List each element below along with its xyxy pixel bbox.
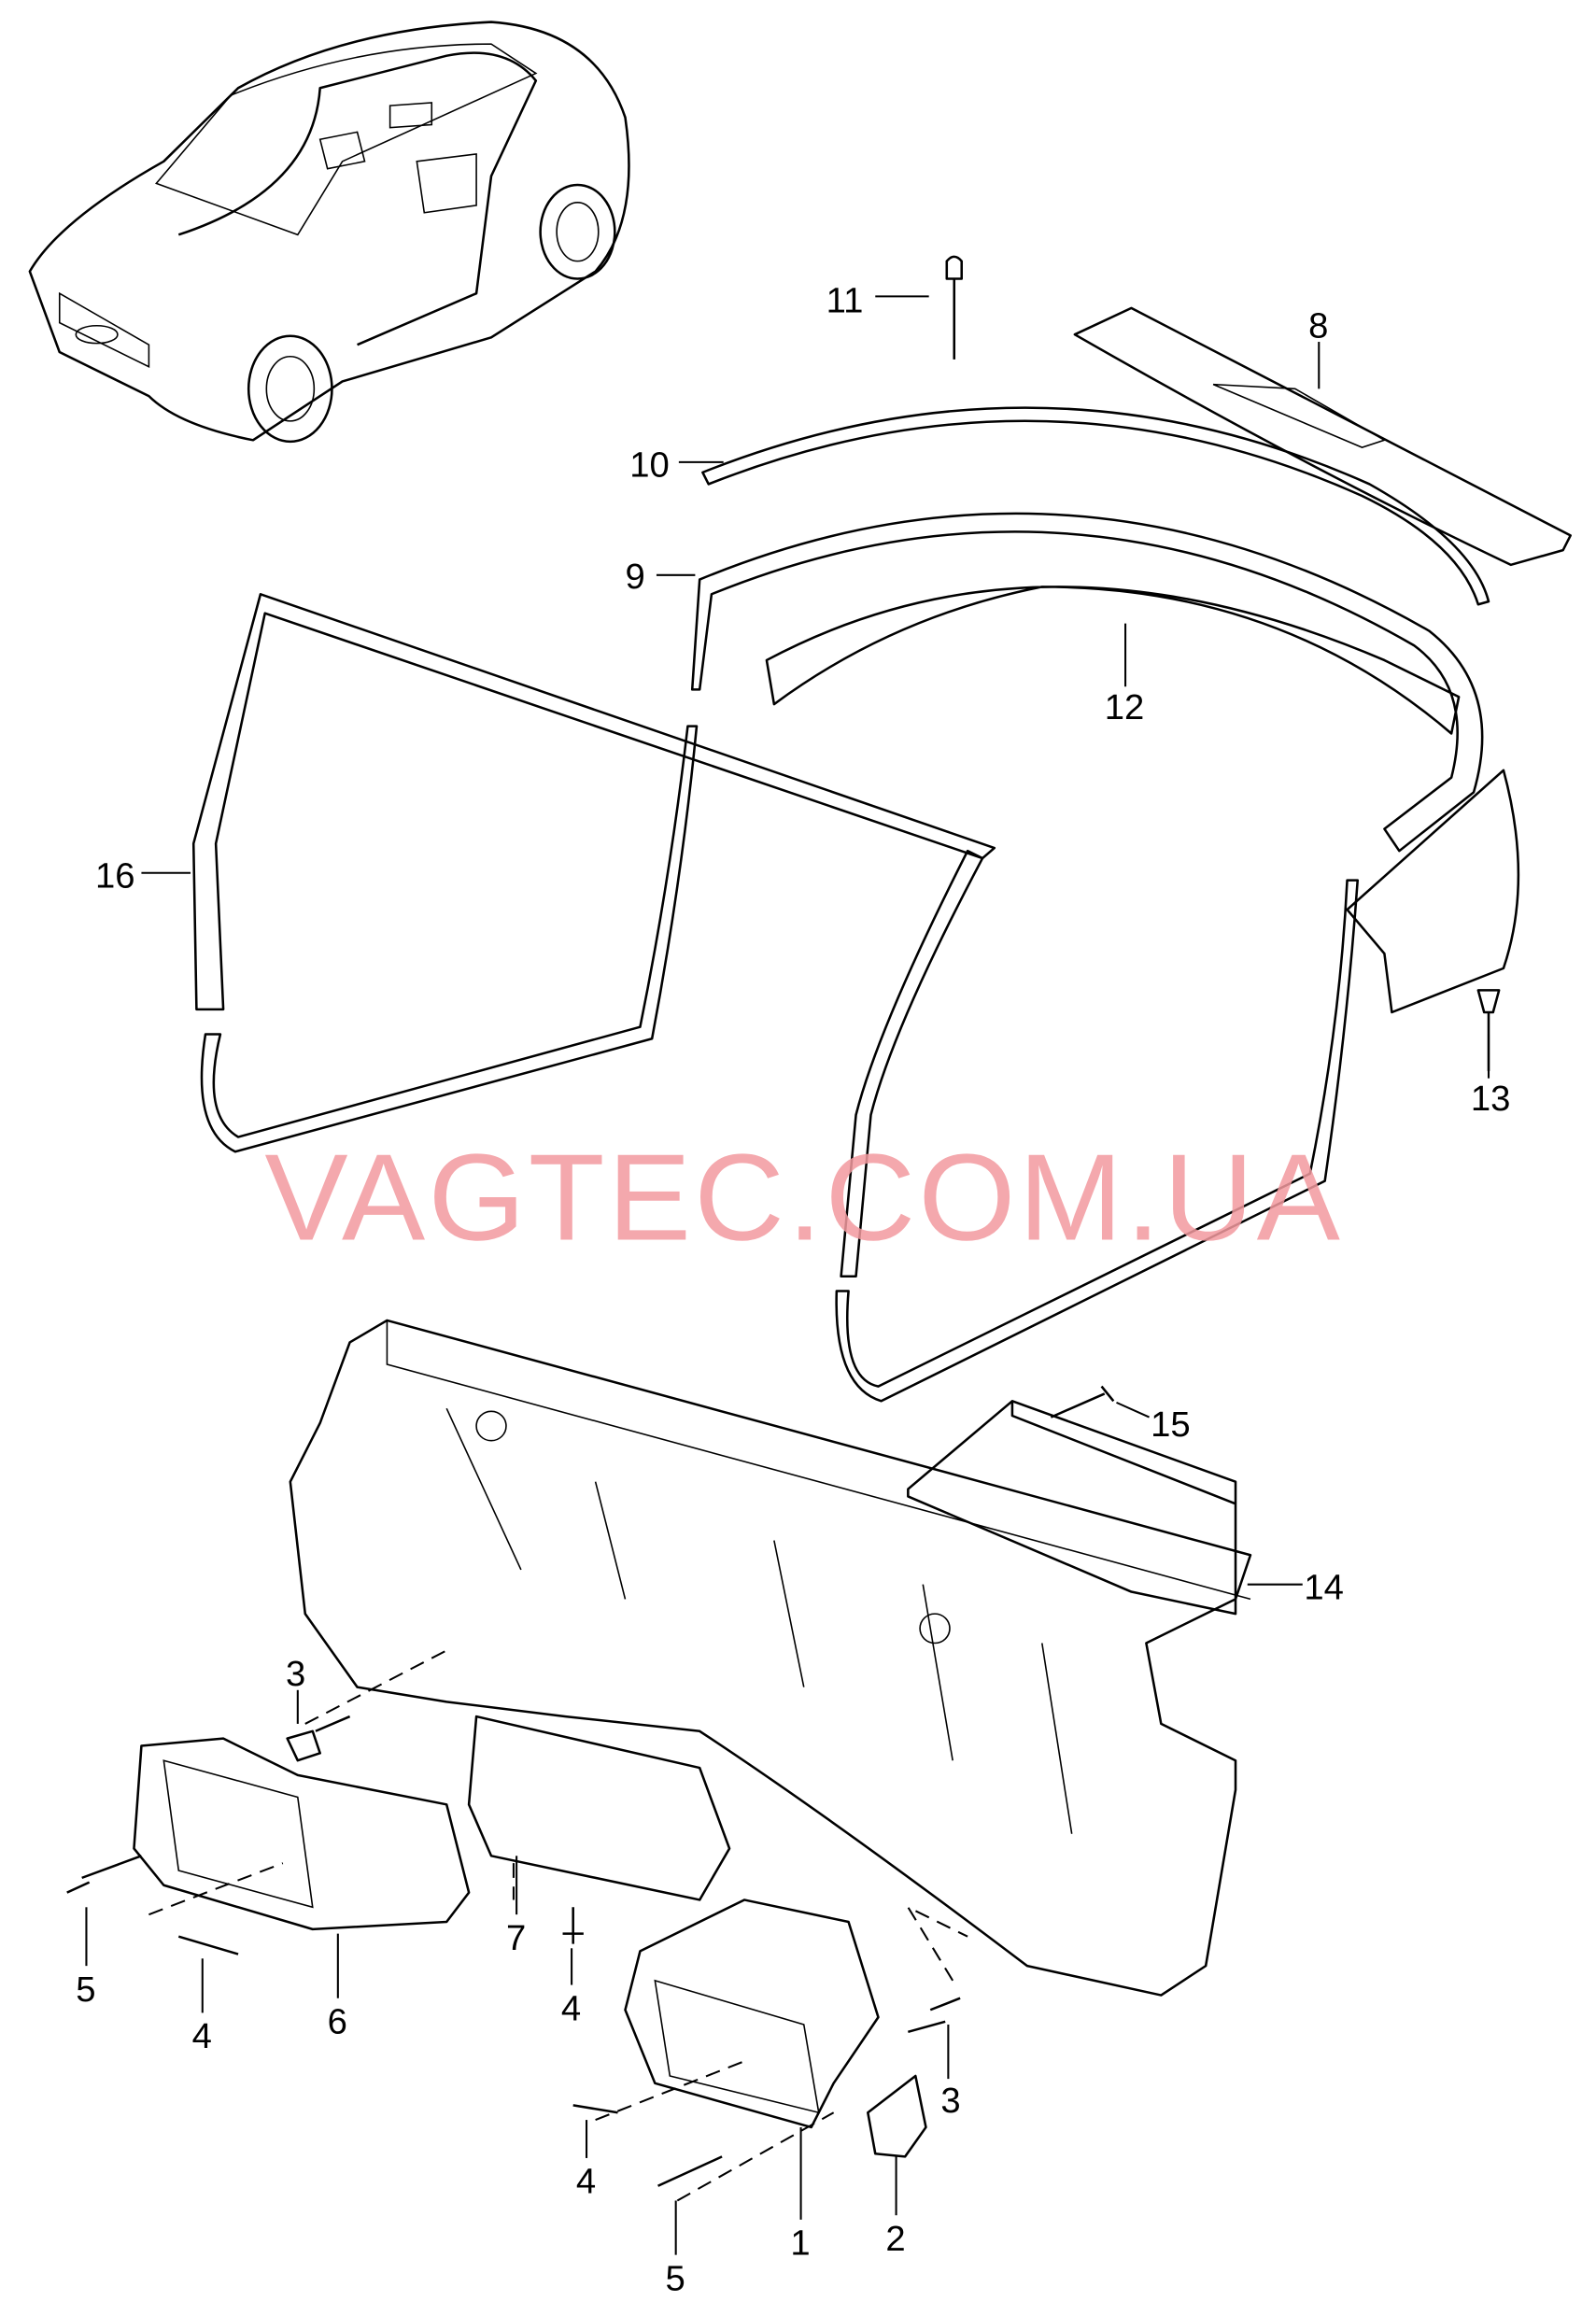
part-12-panel bbox=[765, 586, 1461, 735]
part-2-bracket bbox=[867, 2074, 927, 2158]
bulkhead-insulation bbox=[289, 1319, 1252, 1997]
part-15-screw bbox=[1050, 1385, 1115, 1419]
callout-9: 9 bbox=[625, 558, 644, 597]
callout-5: 5 bbox=[76, 1970, 95, 2010]
part-16-window-frame bbox=[191, 592, 996, 1011]
callout-8: 8 bbox=[1308, 307, 1328, 346]
callout-11: 11 bbox=[826, 282, 864, 321]
callout-16: 16 bbox=[95, 857, 135, 896]
part-9-seal bbox=[690, 512, 1484, 853]
callout-3: 3 bbox=[940, 2082, 960, 2121]
part-10-seal-strip bbox=[701, 406, 1490, 606]
callout-3: 3 bbox=[286, 1655, 305, 1694]
part-11-rivet bbox=[945, 255, 963, 360]
callout-4: 4 bbox=[561, 1990, 581, 2029]
part-1-duct bbox=[624, 1899, 880, 2129]
leader-lines bbox=[85, 295, 1490, 2255]
callout-6: 6 bbox=[328, 2003, 347, 2042]
callout-13: 13 bbox=[1471, 1080, 1511, 1119]
callout-5: 5 bbox=[666, 2260, 685, 2299]
part-13-trim-side bbox=[1346, 769, 1520, 1014]
part-7-duct bbox=[467, 1715, 731, 1901]
callout-12: 12 bbox=[1105, 688, 1145, 727]
callout-15: 15 bbox=[1151, 1405, 1191, 1445]
part-14-box bbox=[907, 1400, 1237, 1616]
callout-14: 14 bbox=[1304, 1569, 1344, 1608]
car-overview-illustration bbox=[28, 21, 630, 444]
part-8-trim-panel bbox=[1073, 306, 1572, 567]
watermark: VAGTEC.COM.UA bbox=[264, 1129, 1343, 1266]
screws bbox=[66, 1715, 961, 2187]
part-6-duct bbox=[133, 1737, 471, 1931]
callout-7: 7 bbox=[506, 1919, 526, 1958]
callout-2: 2 bbox=[885, 2220, 905, 2259]
callout-10: 10 bbox=[629, 446, 670, 486]
callout-4: 4 bbox=[576, 2163, 596, 2202]
callout-4: 4 bbox=[192, 2017, 212, 2056]
callout-1: 1 bbox=[790, 2224, 810, 2264]
